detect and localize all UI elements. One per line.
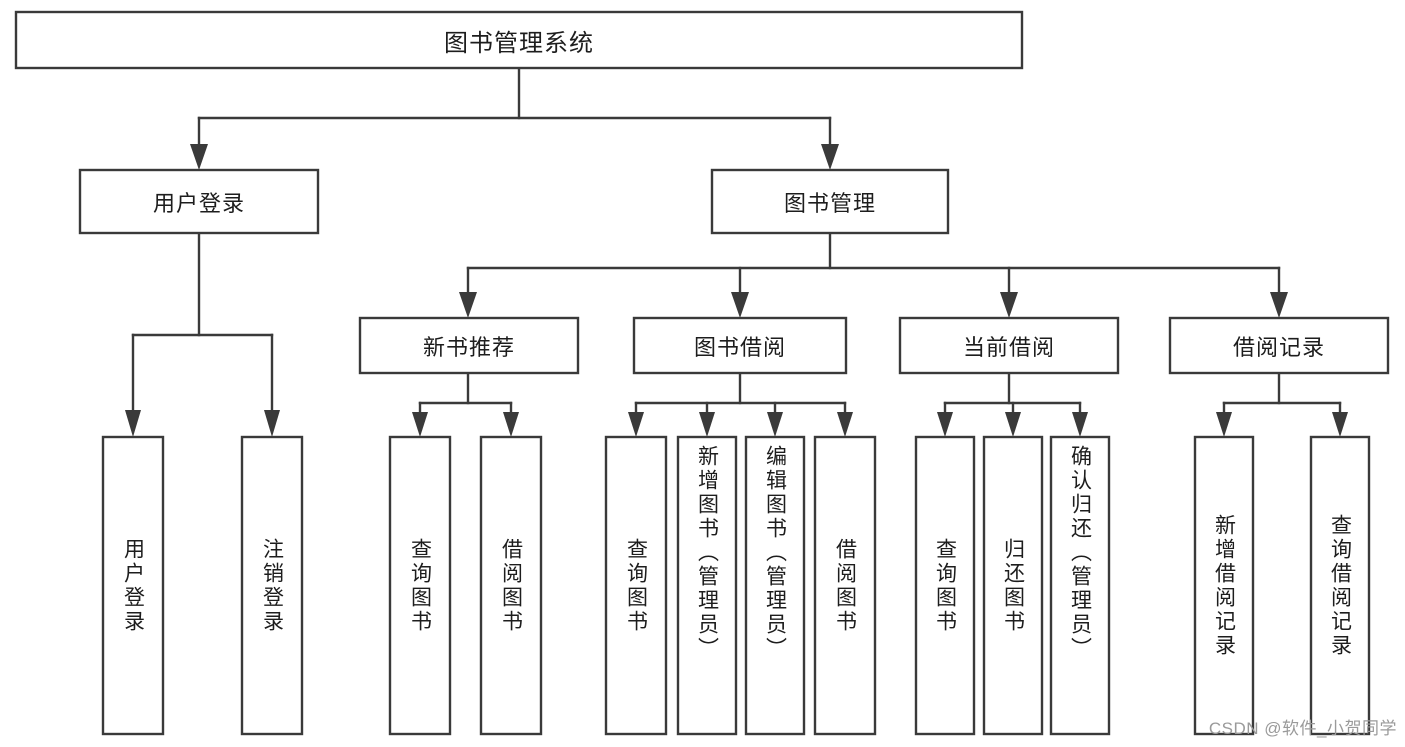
connector-bookmanage-to-level3 <box>459 231 1288 318</box>
node-book-manage-box[interactable] <box>710 168 950 235</box>
arrow-head-leaf-query-book-rec <box>412 412 428 437</box>
node-leaf-query-book-rec-box[interactable] <box>388 435 452 736</box>
node-leaf-query-book-borrow-box[interactable] <box>604 435 668 736</box>
arrow-head-leaf-edit-book <box>767 412 783 437</box>
node-leaf-confirm-return-box[interactable] <box>1049 435 1111 736</box>
node-borrow-record-box[interactable] <box>1168 316 1390 375</box>
arrow-head-leaf-user-login <box>125 410 141 437</box>
node-leaf-logout-box[interactable] <box>240 435 304 736</box>
arrow-head-leaf-borrow-book-rec <box>503 412 519 437</box>
arrow-head-book-borrow <box>731 292 749 318</box>
node-root-box[interactable] <box>14 10 1024 70</box>
node-leaf-edit-book-box[interactable] <box>744 435 806 736</box>
node-leaf-add-book-box[interactable] <box>676 435 738 736</box>
node-current-borrow-box[interactable] <box>898 316 1120 375</box>
arrow-head-leaf-add-book <box>699 412 715 437</box>
node-leaf-borrow-book-box[interactable] <box>813 435 877 736</box>
csdn-watermark: CSDN @软件_小贺同学 <box>1208 719 1397 738</box>
node-leaf-user-login-box[interactable] <box>101 435 165 736</box>
connector-currentborrow-to-leaves <box>937 371 1088 437</box>
arrow-head-leaf-return-book <box>1005 412 1021 437</box>
arrow-head-leaf-confirm-return <box>1072 412 1088 437</box>
arrow-head-leaf-add-record <box>1216 412 1232 437</box>
connector-bookborrow-to-leaves <box>628 371 853 437</box>
arrow-head-user-login <box>190 144 208 170</box>
node-leaf-query-book-cur-box[interactable] <box>914 435 976 736</box>
arrow-head-new-book-rec <box>459 292 477 318</box>
arrow-head-leaf-query-record <box>1332 412 1348 437</box>
arrow-head-current-borrow <box>1000 292 1018 318</box>
arrow-head-leaf-query-book-borrow <box>628 412 644 437</box>
node-leaf-return-book-box[interactable] <box>982 435 1044 736</box>
arrow-head-borrow-record <box>1270 292 1288 318</box>
node-user-login-box[interactable] <box>78 168 320 235</box>
connector-userlogin-to-leaves <box>125 231 280 437</box>
node-book-borrow-box[interactable] <box>632 316 848 375</box>
node-leaf-query-record-box[interactable] <box>1309 435 1371 736</box>
node-leaf-add-record-box[interactable] <box>1193 435 1255 736</box>
node-new-book-rec-box[interactable] <box>358 316 580 375</box>
connector-newbookrec-to-leaves <box>412 371 519 437</box>
arrow-head-leaf-query-book-cur <box>937 412 953 437</box>
arrow-head-book-manage <box>821 144 839 170</box>
connector-root-to-level2 <box>190 66 839 170</box>
arrow-head-leaf-borrow-book <box>837 412 853 437</box>
node-leaf-borrow-book-rec-box[interactable] <box>479 435 543 736</box>
connector-borrowrecord-to-leaves <box>1216 371 1348 437</box>
arrow-head-leaf-logout <box>264 410 280 437</box>
